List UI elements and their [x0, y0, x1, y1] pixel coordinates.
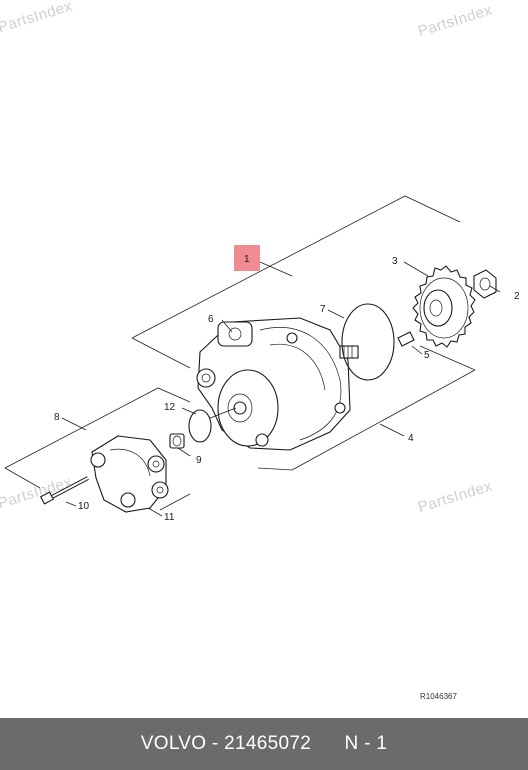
- callout-6: 6: [208, 314, 214, 325]
- drive-gear: [412, 265, 476, 348]
- gear-nut: [473, 269, 497, 299]
- footer-brand: VOLVO: [140, 733, 207, 754]
- callout-7: 7: [320, 304, 326, 315]
- fitting: [169, 433, 185, 449]
- leader-lines: [61, 261, 501, 517]
- callout-9: 9: [196, 455, 202, 466]
- footer-position: N - 1: [344, 733, 388, 754]
- callout-1-highlight: [234, 245, 260, 271]
- o-ring-small: [188, 409, 212, 443]
- assembly-1-outline: [131, 195, 476, 471]
- callout-5: 5: [424, 350, 430, 361]
- callout-10: 10: [78, 501, 90, 512]
- footer-separator: -: [206, 733, 225, 754]
- callout-11: 11: [164, 512, 175, 523]
- callout-8: 8: [54, 412, 60, 423]
- callout-4: 4: [408, 433, 414, 444]
- footer-part-number: 21465072: [224, 733, 312, 754]
- bolt: [39, 476, 89, 505]
- exploded-parts-diagram: 1 2 3 4 5 6 7 8 9 10 11 12: [4, 195, 520, 523]
- reference-code: R1046367: [420, 692, 457, 701]
- callout-1: 1: [244, 254, 250, 265]
- assembly-8-outline: [4, 387, 191, 511]
- callout-2: 2: [514, 291, 520, 302]
- woodruff-key: [397, 331, 415, 347]
- callout-3: 3: [392, 256, 398, 267]
- o-ring-large: [341, 303, 395, 381]
- footer-gap: [311, 733, 344, 755]
- footer-bar: VOLVO - 21465072 N - 1: [0, 718, 528, 770]
- pump-housing: [90, 435, 169, 513]
- pump-body: [196, 317, 359, 451]
- callout-12: 12: [164, 402, 176, 413]
